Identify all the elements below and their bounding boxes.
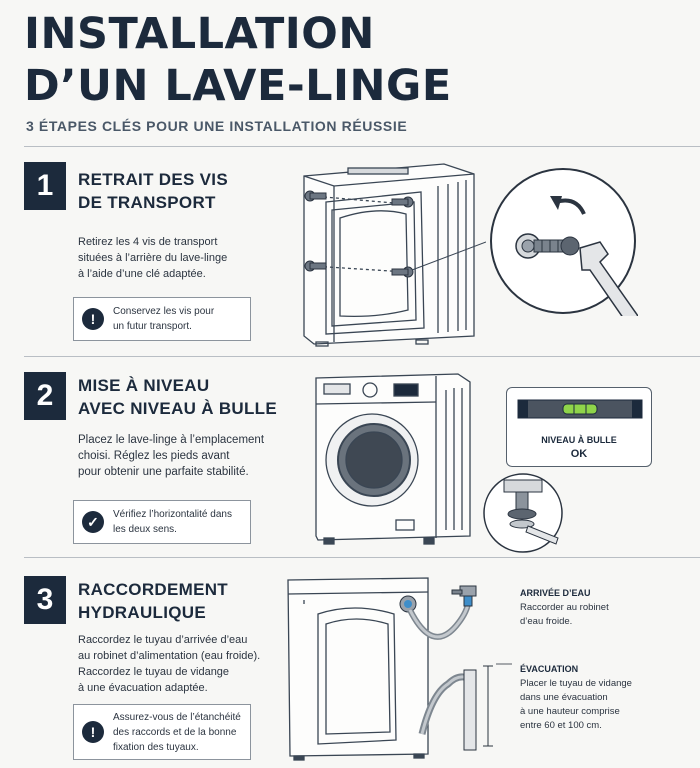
foot-adjust-zoom-illustration: [483, 473, 563, 553]
step-1-title-line-2: DE TRANSPORT: [78, 193, 216, 212]
inlet-label-text: Raccorder au robinet d’eau froide.: [520, 601, 609, 629]
washer-back-illustration: [303, 163, 486, 347]
step-3-desc-line: Raccordez le tuyau d’arrivée d’eau: [78, 634, 248, 646]
step-1-desc-line: situées à l’arrière du lave-linge: [78, 252, 228, 264]
divider: [24, 557, 700, 558]
checkmark-icon: ✓: [82, 511, 104, 533]
step-1-description: Retirez les 4 vis de transport situées à…: [78, 234, 288, 282]
step-1-title-line-1: RETRAIT DES VIS: [78, 170, 228, 189]
step-3-tip-line: des raccords et de la bonne: [113, 726, 237, 738]
inlet-line: d’eau froide.: [520, 616, 573, 627]
drain-line: dans une évacuation: [520, 692, 608, 703]
divider: [24, 146, 700, 147]
step-3-tip-line: fixation des tuyaux.: [113, 741, 199, 753]
step-3-desc-line: au robinet d’alimentation (eau froide).: [78, 650, 261, 662]
spirit-level-icon: [517, 399, 643, 419]
title-line-1: INSTALLATION: [24, 9, 375, 59]
exclamation-icon: !: [82, 308, 104, 330]
step-3-desc-line: Raccordez le tuyau de vidange: [78, 666, 230, 678]
infographic-title: INSTALLATION D’UN LAVE-LINGE: [24, 8, 452, 112]
drain-line: à une hauteur comprise: [520, 706, 620, 717]
step-2-title-line-1: MISE À NIVEAU: [78, 376, 210, 395]
step-1-desc-line: Retirez les 4 vis de transport: [78, 236, 218, 248]
drain-label-text: Placer le tuyau de vidange dans une évac…: [520, 677, 632, 733]
step-1-number: 1: [24, 162, 66, 210]
step-3-tip-line: Assurez-vous de l’étanchéité: [113, 711, 241, 723]
step-2-desc-line: choisi. Réglez les pieds avant: [78, 450, 230, 462]
title-line-2: D’UN LAVE-LINGE: [24, 61, 452, 111]
step-1-tip-line: Conservez les vis pour: [113, 306, 215, 317]
step-3-tip-box: ! Assurez-vous de l’étanchéité des racco…: [73, 704, 251, 760]
step-1-title: RETRAIT DES VIS DE TRANSPORT: [78, 168, 228, 214]
spirit-level-card: NIVEAU À BULLE OK: [506, 387, 652, 467]
infographic-subtitle: 3 ÉTAPES CLÉS POUR UNE INSTALLATION RÉUS…: [26, 118, 408, 134]
step-2-title-line-2: AVEC NIVEAU À BULLE: [78, 399, 278, 418]
level-label: NIVEAU À BULLE: [541, 435, 617, 445]
drain-line: Placer le tuyau de vidange: [520, 678, 632, 689]
step-3-title: RACCORDEMENT HYDRAULIQUE: [78, 578, 228, 624]
step-2-description: Placez le lave-linge à l’emplacement cho…: [78, 432, 288, 480]
washer-front-illustration: [315, 373, 471, 545]
inlet-label-title: ARRIVÉE D’EAU: [520, 588, 591, 598]
step-3-number: 3: [24, 576, 66, 624]
step-3-tip-text: Assurez-vous de l’étanchéité des raccord…: [113, 710, 241, 755]
wrench-zoom-illustration: [490, 168, 638, 316]
step-2-tip-text: Vérifiez l’horizontalité dans les deux s…: [113, 507, 232, 537]
step-1-tip-line: un futur transport.: [113, 321, 192, 332]
step-2-number: 2: [24, 372, 66, 420]
step-2-desc-line: Placez le lave-linge à l’emplacement: [78, 434, 265, 446]
step-3-title-line-2: HYDRAULIQUE: [78, 603, 206, 622]
drain-line: entre 60 et 100 cm.: [520, 720, 602, 731]
step-2-tip-line: les deux sens.: [113, 524, 177, 535]
hose-connection-illustration: [287, 577, 512, 761]
exclamation-icon: !: [82, 721, 104, 743]
step-3-description: Raccordez le tuyau d’arrivée d’eau au ro…: [78, 632, 303, 696]
step-1-tip-text: Conservez les vis pour un futur transpor…: [113, 304, 214, 334]
level-status: OK: [570, 448, 588, 460]
step-2-title: MISE À NIVEAU AVEC NIVEAU À BULLE: [78, 374, 277, 420]
step-1-tip-box: ! Conservez les vis pour un futur transp…: [73, 297, 251, 341]
step-3-title-line-1: RACCORDEMENT: [78, 580, 228, 599]
drain-label-title: ÉVACUATION: [520, 664, 579, 674]
step-3-desc-line: à une évacuation adaptée.: [78, 682, 208, 694]
divider: [24, 356, 700, 357]
step-2-tip-line: Vérifiez l’horizontalité dans: [113, 509, 232, 520]
step-2-tip-box: ✓ Vérifiez l’horizontalité dans les deux…: [73, 500, 251, 544]
step-2-desc-line: pour obtenir une parfaite stabilité.: [78, 466, 249, 478]
inlet-line: Raccorder au robinet: [520, 602, 609, 613]
step-1-desc-line: à l’aide d’une clé adaptée.: [78, 268, 206, 280]
